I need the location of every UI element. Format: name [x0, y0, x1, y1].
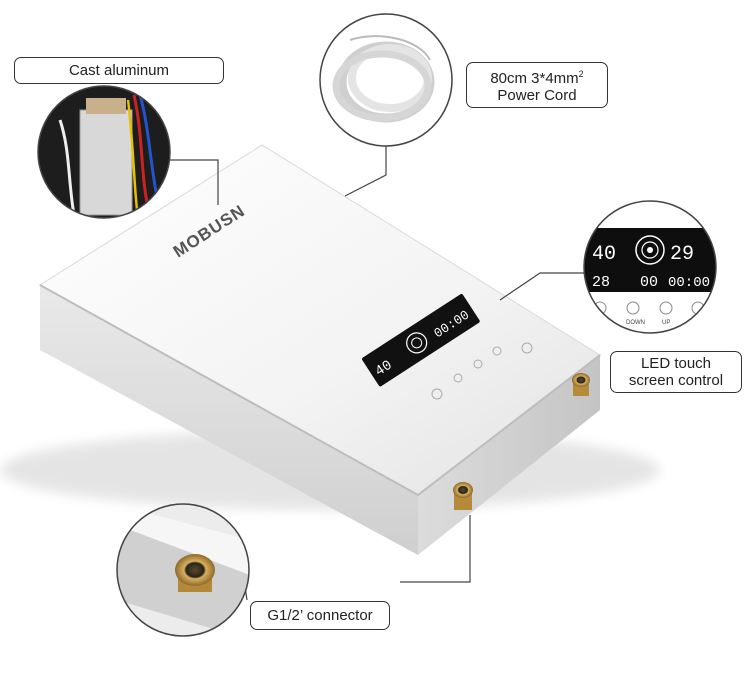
zoom-power-cord — [319, 13, 453, 147]
led-left-temp: 40 — [592, 243, 616, 266]
led-up-label: UP — [662, 320, 670, 326]
callout-line-cast — [166, 159, 219, 205]
led-dash: 00 — [640, 274, 658, 291]
led-left-small: 28 — [592, 274, 610, 291]
led-time: 00:00 — [668, 275, 710, 291]
svg-text:40: 40 — [373, 358, 396, 381]
zoom-cast-aluminum — [37, 85, 171, 219]
heater-side-face — [40, 285, 418, 555]
body-connector-right — [572, 373, 590, 396]
led-touch-line2: screen control — [628, 372, 724, 389]
power-cord-line1: 80cm 3*4mm2 — [490, 69, 584, 87]
cast-aluminum-label: Cast aluminum — [14, 57, 224, 84]
body-touch-buttons — [431, 342, 533, 400]
callout-line-connector — [400, 515, 471, 583]
zoom-connector — [116, 503, 250, 637]
connector-text: G1/2’ connector — [267, 607, 373, 624]
cast-aluminum-text: Cast aluminum — [68, 62, 170, 79]
zoom-led-screen: 40 29 28 00 00:00 DOWN UP — [583, 200, 717, 334]
led-right-temp: 29 — [670, 243, 694, 266]
power-cord-label: 80cm 3*4mm2 Power Cord — [466, 62, 608, 108]
led-touch-line1: LED touch — [640, 355, 712, 372]
body-connector-left — [453, 482, 473, 510]
led-touch-label: LED touch screen control — [610, 351, 742, 393]
body-display: 40 00:00 — [362, 293, 480, 387]
power-cord-line2: Power Cord — [497, 87, 577, 104]
led-down-label: DOWN — [626, 320, 645, 326]
callout-line-power — [344, 146, 387, 197]
heater-edge — [39, 284, 601, 497]
callout-line-led — [499, 272, 585, 301]
connector-label: G1/2’ connector — [250, 601, 390, 630]
